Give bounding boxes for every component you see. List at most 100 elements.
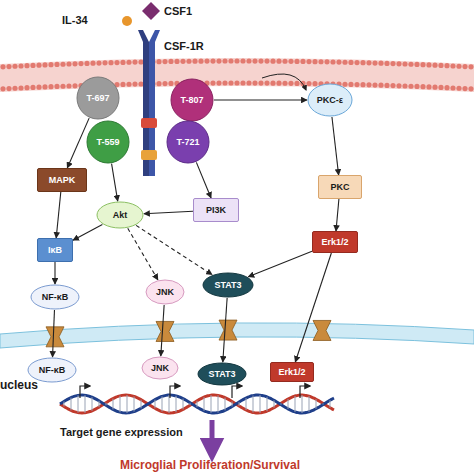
lipid-head	[132, 60, 137, 65]
signal-arrow	[248, 251, 312, 277]
node-label: T-807	[180, 95, 203, 105]
lipid-head	[222, 80, 227, 85]
lipid-head	[42, 62, 47, 67]
base-pair	[239, 402, 240, 406]
lipid-head	[354, 82, 359, 87]
lipid-head	[84, 61, 89, 66]
node-label: T-697	[86, 93, 109, 103]
nuclear-pore	[313, 320, 331, 340]
text-label: ucleus	[0, 378, 38, 392]
lipid-head	[276, 81, 281, 86]
lipid-head	[348, 60, 353, 65]
lipid-head	[258, 58, 263, 63]
text-label: CSF-1R	[164, 40, 204, 52]
lipid-head	[222, 58, 227, 63]
lipid-head	[18, 85, 23, 90]
lipid-head	[228, 80, 233, 85]
kinase-box: MAPK	[37, 168, 87, 192]
phospho-site: T-721	[166, 120, 210, 164]
base-pair	[309, 396, 310, 412]
base-pair	[113, 399, 114, 410]
base-pair	[225, 398, 226, 411]
kinase-node: JNK	[145, 279, 185, 305]
signal-arrow	[53, 310, 55, 357]
node-shape	[142, 357, 178, 379]
signal-arrow	[73, 224, 102, 240]
lipid-head	[378, 61, 383, 66]
node-label: STAT3	[208, 369, 235, 379]
lipid-head	[294, 59, 299, 64]
lipid-head	[258, 80, 263, 85]
node-label: PKC	[330, 182, 349, 192]
base-pair	[92, 397, 93, 411]
node-label: STAT3	[214, 280, 241, 290]
lipid-head	[114, 60, 119, 65]
csf1r-receptor	[138, 30, 160, 176]
lipid-head	[432, 85, 437, 90]
phospho-site: T-697	[76, 76, 120, 120]
base-pair	[85, 395, 86, 413]
lipid-head	[444, 85, 449, 90]
lipid-head	[456, 64, 461, 69]
lipid-head	[96, 60, 101, 65]
nuclear-pore	[219, 320, 237, 340]
base-pair	[218, 395, 219, 412]
lipid-head	[36, 85, 41, 90]
lipid-head	[414, 84, 419, 89]
node-shape	[171, 79, 213, 121]
lipid-head	[6, 86, 11, 91]
lipid-head	[246, 58, 251, 63]
signal-arrow	[332, 117, 339, 175]
lipid-head	[168, 81, 173, 86]
base-pair	[148, 403, 149, 404]
base-pair	[211, 395, 212, 413]
lipid-head	[312, 59, 317, 64]
base-pair	[330, 400, 331, 408]
lipid-head	[48, 84, 53, 89]
lipid-head	[162, 81, 167, 86]
lipid-head	[0, 64, 5, 69]
lipid-head	[90, 61, 95, 66]
base-pair	[253, 396, 254, 413]
lipid-head	[246, 80, 251, 85]
lipid-head	[78, 61, 83, 66]
node-shape	[203, 273, 253, 297]
base-pair	[323, 403, 324, 404]
lipid-head	[48, 62, 53, 67]
base-pair	[267, 397, 268, 411]
lipid-head	[360, 60, 365, 65]
lipid-head	[348, 82, 353, 87]
lipid-head	[384, 83, 389, 88]
lipid-head	[390, 83, 395, 88]
lipid-head	[198, 59, 203, 64]
node-shape	[198, 363, 246, 385]
lipid-head	[276, 59, 281, 64]
lipid-head	[450, 63, 455, 68]
lipid-head	[408, 84, 413, 89]
lipid-head	[396, 83, 401, 88]
text-label: Microglial Proliferation/Survival	[120, 458, 300, 472]
lipid-head	[138, 81, 143, 86]
base-pair	[316, 399, 317, 409]
lipid-head	[288, 81, 293, 86]
lipid-head	[132, 82, 137, 87]
lipid-head	[0, 86, 5, 91]
base-pair	[155, 400, 156, 409]
lipid-head	[216, 58, 221, 63]
lipid-head	[456, 86, 461, 91]
node-label: NF-κB	[39, 365, 66, 375]
base-pair	[71, 398, 72, 411]
node-shape	[167, 121, 209, 163]
base-pair	[281, 403, 282, 404]
node-label: PKC-ε	[317, 95, 343, 105]
lipid-head	[294, 81, 299, 86]
il34-ligand	[122, 16, 132, 26]
lipid-head	[234, 58, 239, 63]
signal-arrow	[223, 298, 227, 362]
signal-arrow	[54, 262, 55, 284]
lipid-head	[216, 80, 221, 85]
lipid-head	[228, 58, 233, 63]
lipid-head	[252, 80, 257, 85]
